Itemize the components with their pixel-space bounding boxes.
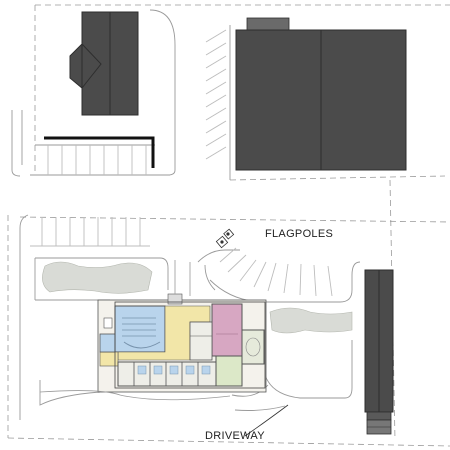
proposed-building-floor-plan [97,293,267,393]
parking-stalls-middle [30,217,150,247]
parking-stalls-curved [219,247,333,297]
flagpoles-label: FLAGPOLES [265,228,334,240]
parking-lot-middle [34,257,169,406]
driveway-leader [244,404,289,437]
building-northwest [69,11,139,116]
curb-line [44,136,155,168]
flagpole-symbols [215,228,235,249]
building-northeast [235,17,407,171]
parking-stalls-angled [205,29,227,160]
parking-lot-northwest [30,9,176,176]
walkways [39,260,231,401]
landscape-islands [42,261,353,334]
building-east [364,269,394,435]
parking-lot-curved [197,249,361,303]
driveway-label: DRIVEWAY [205,430,265,442]
street-edge-west [11,110,23,177]
parking-stalls-northwest [47,145,147,175]
street-edge-middle [19,214,29,420]
